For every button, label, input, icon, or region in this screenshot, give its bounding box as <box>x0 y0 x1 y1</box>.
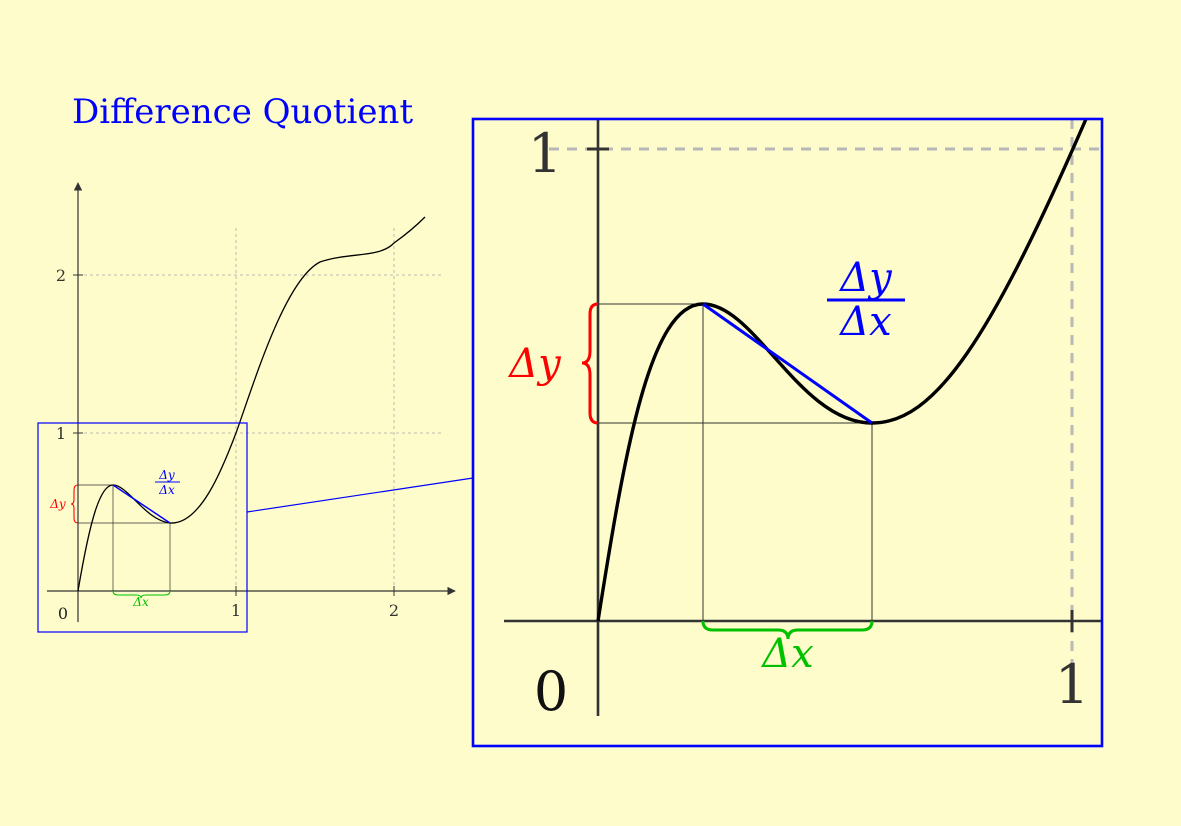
zoom-plot: 0 1 1 Δy Δx Δy Δx <box>471 117 1104 748</box>
y-tick-label-2: 2 <box>56 266 66 285</box>
delta-x-brace <box>112 590 171 599</box>
zoom-delta-x-label: Δx <box>760 631 813 677</box>
delta-y-brace <box>70 484 79 524</box>
delta-x-label: Δx <box>132 595 149 609</box>
zoom-origin-label: 0 <box>534 660 568 723</box>
y-tick-label-1: 1 <box>56 424 66 443</box>
main-plot: 0 1 2 1 2 Δy Δx Δy Δx <box>37 182 456 633</box>
function-curve <box>77 216 426 592</box>
zoom-delta-y-brace <box>581 302 599 425</box>
zoom-quotient-denominator: Δx <box>838 299 891 345</box>
zoom-function-curve <box>596 118 1088 622</box>
zoom-y-tick-label: 1 <box>528 122 562 185</box>
zoom-delta-x-brace <box>701 620 874 640</box>
zoom-window-outline <box>37 422 248 633</box>
zoom-frame <box>471 117 1104 748</box>
quotient-numerator: Δy <box>158 468 175 482</box>
zoom-connector-line <box>246 477 474 513</box>
x-tick-label-2: 2 <box>389 601 399 620</box>
zoom-delta-y-label: Δy <box>507 341 562 387</box>
delta-y-label: Δy <box>49 497 66 511</box>
page-title: Difference Quotient <box>72 92 414 132</box>
x-tick-label-1: 1 <box>231 601 241 620</box>
zoom-x-tick-label: 1 <box>1055 653 1089 716</box>
zoom-quotient-numerator: Δy <box>838 255 893 301</box>
zoom-secant-line <box>702 302 873 425</box>
origin-label: 0 <box>58 604 68 623</box>
quotient-denominator: Δx <box>158 483 175 497</box>
secant-line <box>112 484 171 524</box>
